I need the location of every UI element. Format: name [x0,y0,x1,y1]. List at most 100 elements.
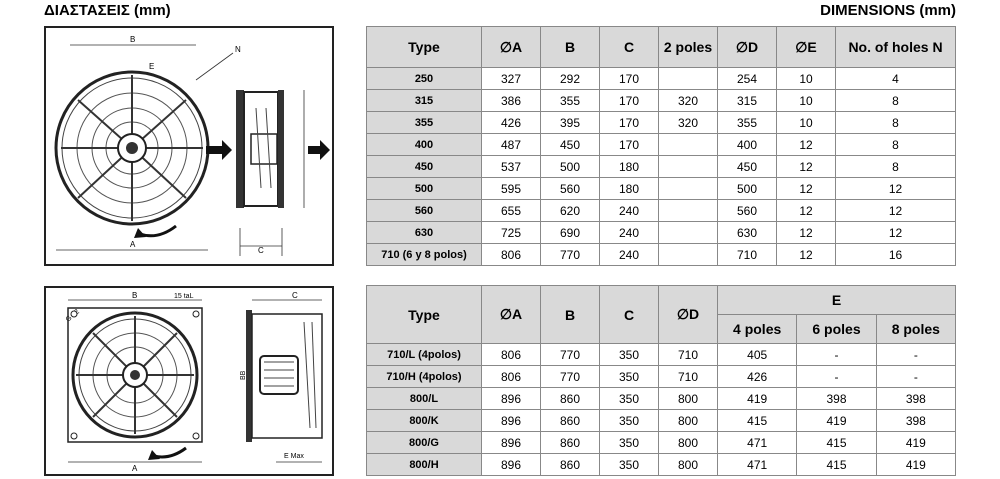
table-cell: 800 [658,453,718,476]
table-cell-type: 710 (6 y 8 polos) [366,243,482,266]
table-cell: 690 [540,221,600,244]
table-cell-type: 315 [366,89,482,112]
table-cell-type: 800/L [366,387,482,410]
table-cell: 350 [599,387,659,410]
dim-label-c: C [258,246,264,255]
fan-drawing-small: B E N A [44,26,334,266]
table-cell: 8 [835,155,956,178]
table-cell: 806 [481,365,541,388]
table-cell [658,67,718,90]
table-cell: 398 [796,387,877,410]
table-cell: 806 [481,343,541,366]
table-cell: 415 [796,453,877,476]
col-header-c: C [599,285,659,344]
table-cell: 12 [835,177,956,200]
table-subheader-row: 4 poles 6 poles 8 poles [367,314,957,344]
table-cell: 292 [540,67,600,90]
dimensions-table-large: Type ∅A B C ∅D E 4 poles 6 poles 8 poles… [366,285,957,476]
table-cell: 16 [835,243,956,266]
table-cell: 710 [658,343,718,366]
table-cell: 240 [599,221,659,244]
table-cell: 800 [658,409,718,432]
table-cell: 350 [599,343,659,366]
table-cell: 386 [481,89,541,112]
col-header-4poles: 4 poles [716,314,798,344]
table-cell: 400 [717,133,777,156]
table-cell-type: 450 [366,155,482,178]
table-cell [658,155,718,178]
col-header-type: Type [366,26,482,68]
table-cell: 240 [599,243,659,266]
fan-diagram-small: B E N A [54,35,330,256]
table-cell: 415 [796,431,877,454]
dim-label-bb: BB [240,370,247,380]
dim-label-b: B [130,35,135,44]
table-cell: 419 [875,431,957,454]
table-cell: 415 [716,409,798,432]
col-header-8poles: 8 poles [875,314,957,344]
table-cell: 419 [875,453,957,476]
table-cell: 350 [599,431,659,454]
table-cell: 450 [540,133,600,156]
table-cell: 860 [540,431,600,454]
table-cell: 896 [481,387,541,410]
col-header-6poles: 6 poles [796,314,877,344]
fan-drawing-large: B 15 taL G 12 A [44,286,334,476]
table-cell: 350 [599,365,659,388]
table-cell: 595 [481,177,541,200]
table-header-row: Type ∅A B C ∅D E [366,285,956,344]
table-cell-type: 355 [366,111,482,134]
table-cell-type: 250 [366,67,482,90]
table-cell: - [796,343,877,366]
table-cell: 560 [717,199,777,222]
table-cell: 8 [835,89,956,112]
table-cell: 12 [776,199,836,222]
table-cell: 426 [716,365,798,388]
table-cell: 180 [599,177,659,200]
table-cell: 320 [658,111,718,134]
table-cell: 655 [481,199,541,222]
table-cell: - [875,343,957,366]
table-cell: 800 [658,387,718,410]
table-cell: 10 [776,67,836,90]
dim-label-emax: E Max [284,453,304,460]
col-header-d: ∅D [717,26,777,68]
dim-label-a: A [130,240,136,249]
col-header-a: ∅A [481,285,541,344]
col-header-b: B [540,26,600,68]
table-cell: 180 [599,155,659,178]
table-cell: 770 [540,365,600,388]
table-cell [658,133,718,156]
col-header-e-group: E [717,285,956,315]
table-cell [658,177,718,200]
table-cell: 12 [776,155,836,178]
dim-label-a2: A [132,464,138,473]
table-cell: 8 [835,133,956,156]
table-cell: 405 [716,343,798,366]
table-cell: 170 [599,133,659,156]
col-header-holes: No. of holes N [835,26,956,68]
table-cell: 12 [776,243,836,266]
table-cell-type: 560 [366,199,482,222]
col-header-type: Type [366,285,482,344]
table-cell: 537 [481,155,541,178]
dim-label-c2: C [292,291,298,300]
table-cell-type: 630 [366,221,482,244]
table-cell: 770 [540,243,600,266]
col-header-c: C [599,26,659,68]
table-cell: 12 [776,133,836,156]
table-cell: 770 [540,343,600,366]
table-cell: 320 [658,89,718,112]
table-cell: 12 [776,221,836,244]
table-cell: - [796,365,877,388]
fan-diagram-large: B 15 taL G 12 A [65,291,323,473]
